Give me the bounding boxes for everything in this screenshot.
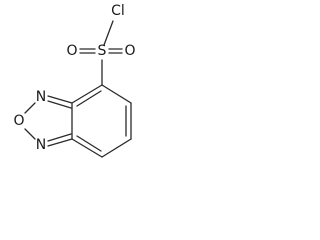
bond-n-top-o [24,102,36,114]
bond-c7-c7a [71,138,103,158]
atom-chlorine: Cl [111,3,125,19]
bond-c6-c7 [101,138,132,158]
atom-nitrogen-bottom: N [36,137,46,153]
bond-c3a-c4-inner [76,90,102,107]
atom-oxygen-ring: O [13,113,24,129]
bond-o-n-bottom [24,128,36,140]
bond-c3a-c4 [71,84,103,104]
bond-s-cl [103,20,114,46]
chemical-structure-diagram: Cl S O O N O N [13,3,136,158]
atom-sulfur: S [98,43,107,59]
atom-nitrogen-top: N [36,89,46,105]
bond-c7a-n-bottom-2 [47,133,72,142]
bond-c3a-n-top-2 [47,100,72,109]
atom-oxygen-left: O [66,43,77,59]
bond-c4-c5 [101,84,132,104]
bond-c7a-n-bottom-1 [47,138,73,147]
bond-c7-c7a-inner [76,135,102,152]
bond-c3a-n-top-1 [47,95,73,104]
atom-oxygen-right: O [124,43,135,59]
